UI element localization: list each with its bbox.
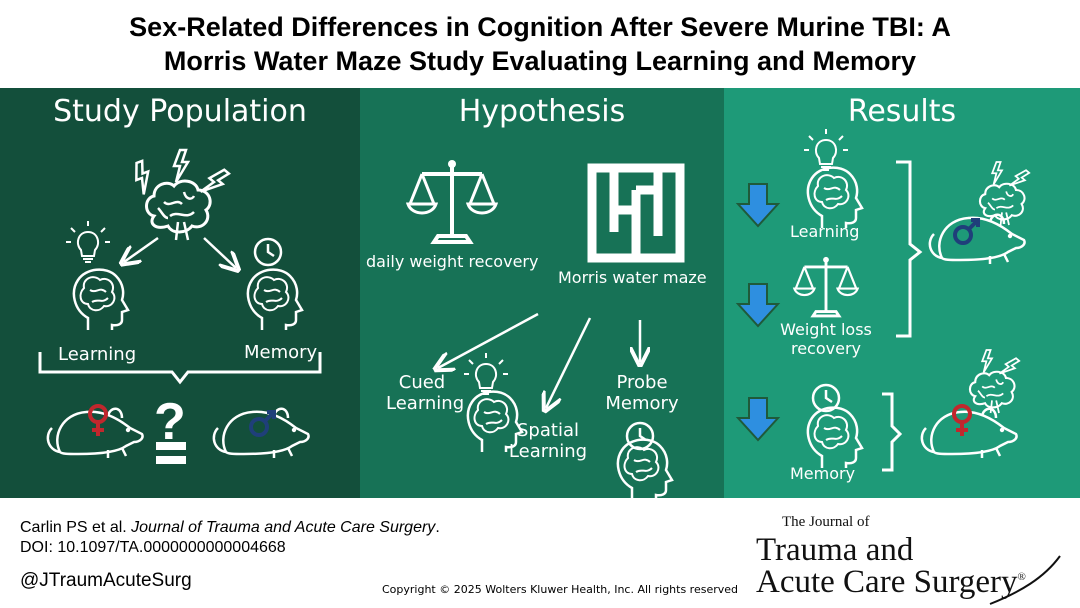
citation-line: Carlin PS et al. Journal of Trauma and A… [20,518,440,538]
morris-water-maze-label: Morris water maze [558,268,707,287]
learning-label: Learning [58,344,137,365]
probe-memory-line-1: Probe [616,372,668,393]
results-memory-label: Memory [790,464,856,483]
probe-memory-line-2: Memory [605,393,679,414]
results-heading: Results [847,94,957,129]
citation-journal: Journal of Trauma and Acute Care Surgery [131,519,436,536]
results-weight-label: Weight loss recovery [772,320,880,358]
citation-authors: Carlin PS et al. [20,519,132,536]
title-line-2: Morris Water Maze Study Evaluating Learn… [163,46,917,76]
daily-weight-recovery-label: daily weight recovery [366,252,539,271]
hypothesis-heading: Hypothesis [458,94,626,129]
journal-logo-line-3-text: Acute Care Surgery [756,564,1018,600]
twitter-handle: @JTraumAcuteSurg [20,570,192,591]
doi-text: DOI: 10.1097/TA.0000000000004668 [20,539,286,556]
journal-logo-line-3: Acute Care Surgery® [756,564,1026,601]
spatial-learning-line-1: Spatial [517,420,579,441]
question-mark: ? [154,393,186,451]
cued-learning-label: Cued Learning [386,372,465,414]
hypothesis-panel: Hypothesis [360,88,724,498]
spatial-learning-label: Spatial Learning [506,420,590,462]
results-learning-label: Learning [790,222,860,241]
results-panel: Results [724,88,1080,498]
citation: Carlin PS et al. Journal of Trauma and A… [20,518,440,558]
results-weight-line-1: Weight loss [780,320,872,339]
memory-label: Memory [244,342,318,363]
citation-period: . [435,519,440,536]
results-weight-line-2: recovery [790,339,861,358]
probe-memory-label: Probe Memory [600,372,684,414]
study-population-heading: Study Population [53,94,307,129]
cued-learning-line-1: Cued [398,372,446,393]
registered-mark: ® [1017,571,1026,583]
title-line-1: Sex-Related Differences in Cognition Aft… [129,12,951,42]
journal-logo-line-2: Trauma and [756,532,914,568]
spatial-learning-line-2: Learning [508,441,588,462]
cued-learning-line-2: Learning [386,393,465,414]
page-title: Sex-Related Differences in Cognition Aft… [0,10,1080,78]
copyright-text: Copyright © 2025 Wolters Kluwer Health, … [382,583,739,596]
journal-logo-line-1: The Journal of [782,514,870,530]
